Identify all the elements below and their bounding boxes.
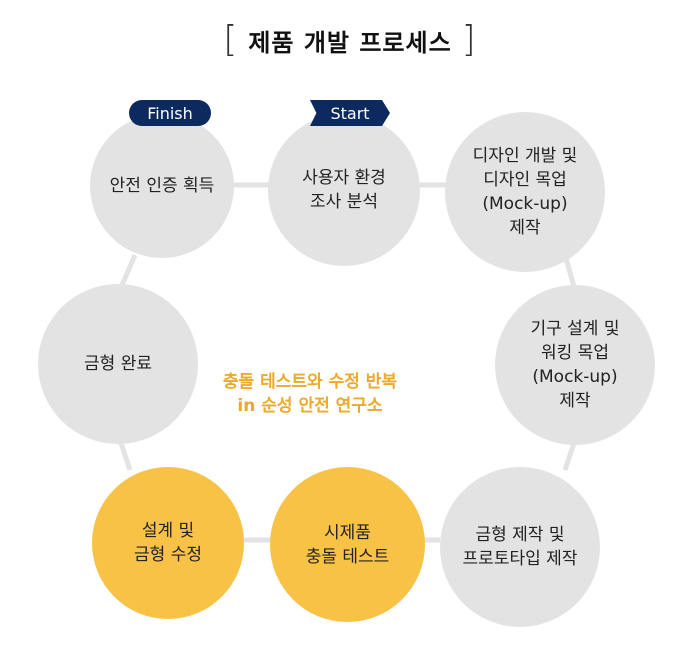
title-area: [ 제품 개발 프로세스 ] xyxy=(0,22,700,58)
node-safety-cert-label: 안전 인증 획득 xyxy=(109,176,215,196)
node-design-fix-label: 설계 및 금형 수정 xyxy=(134,521,202,565)
finish-badge: Finish xyxy=(129,100,211,126)
node-mold-done: 금형 완료 xyxy=(38,284,198,444)
node-prototype-test-label: 시제품 충돌 테스트 xyxy=(305,522,390,567)
link-fix-done xyxy=(117,439,133,471)
start-badge-label: Start xyxy=(330,103,370,123)
node-design-mockup-label: 디자인 개발 및 디자인 목업 (Mock-up) 제작 xyxy=(472,146,578,238)
node-mech-mockup: 기구 설계 및 워킹 목업 (Mock-up) 제작 xyxy=(495,285,655,445)
node-prototype-test: 시제품 충돌 테스트 xyxy=(270,467,425,622)
page-title: [ 제품 개발 프로세스 ] xyxy=(213,22,486,58)
node-design-mockup: 디자인 개발 및 디자인 목업 (Mock-up) 제작 xyxy=(445,112,605,272)
node-mold-done-label: 금형 완료 xyxy=(84,354,152,374)
node-mold-proto-label: 금형 제작 및 프로토타입 제작 xyxy=(462,525,578,569)
link-mech-mold xyxy=(562,439,578,471)
node-mold-proto: 금형 제작 및 프로토타입 제작 xyxy=(440,467,600,627)
start-badge: Start xyxy=(310,100,390,126)
page-title-text: 제품 개발 프로세스 xyxy=(248,28,452,57)
link-design-mech xyxy=(562,254,578,291)
right-bracket: ] xyxy=(461,19,477,60)
node-design-fix: 설계 및 금형 수정 xyxy=(92,467,244,619)
node-survey-label: 사용자 환경 조사 분석 xyxy=(302,168,386,212)
node-safety-cert: 안전 인증 획득 xyxy=(90,114,234,258)
node-mech-mockup-label: 기구 설계 및 워킹 목업 (Mock-up) 제작 xyxy=(530,319,620,411)
left-bracket: [ xyxy=(223,19,239,60)
finish-badge-label: Finish xyxy=(147,103,193,123)
node-survey: 사용자 환경 조사 분석 xyxy=(268,114,420,266)
center-caption: 충돌 테스트와 수정 반복 in 순성 안전 연구소 xyxy=(222,372,398,416)
